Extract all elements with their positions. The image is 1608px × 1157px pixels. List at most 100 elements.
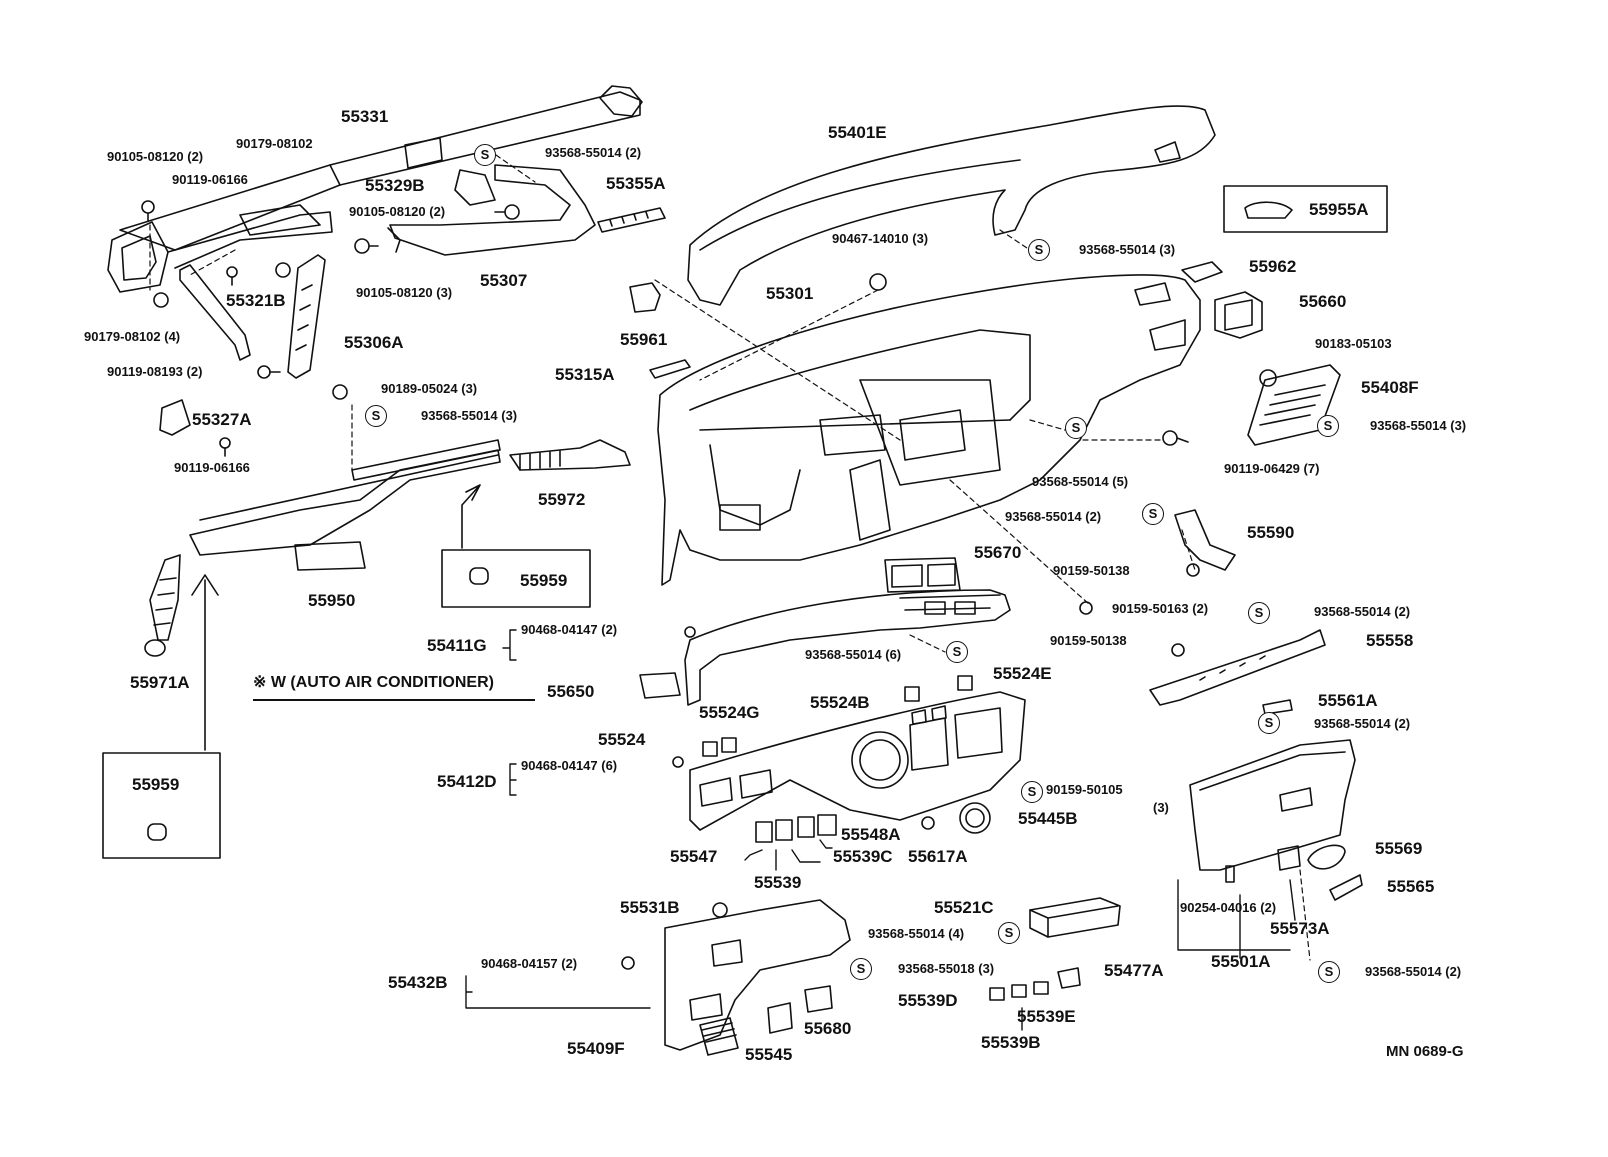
diagram-code: MN 0689-G	[1386, 1043, 1464, 1060]
dashboard-55301	[657, 274, 1201, 586]
label-55501A: 55501A	[1211, 952, 1271, 971]
label-55355A: 55355A	[606, 174, 666, 193]
label-55950: 55950	[308, 591, 356, 610]
stopper-90254	[1225, 865, 1235, 883]
label-93568-55014-2b: 93568-55014 (2)	[1005, 509, 1102, 524]
label-55539C: 55539C	[833, 847, 893, 866]
label-90159-50105-qty: (3)	[1153, 800, 1169, 815]
label-55412D: 55412D	[437, 772, 497, 791]
label-55531B: 55531B	[620, 898, 680, 917]
arrows	[191, 484, 481, 751]
label-93568-55014-5: 93568-55014 (5)	[1032, 474, 1129, 489]
label-90119-08193-2: 90119-08193 (2)	[107, 364, 203, 379]
label-55680: 55680	[804, 1019, 852, 1038]
box-55521C	[1029, 897, 1121, 938]
label-55524: 55524	[598, 730, 646, 749]
label-55539B: 55539B	[981, 1033, 1041, 1052]
label-55971A: 55971A	[130, 673, 190, 692]
label-55573A: 55573A	[1270, 919, 1330, 938]
s-symbol-12: S	[850, 958, 872, 980]
s-symbol-2: S	[1028, 239, 1050, 261]
label-93568-55014-4: 93568-55014 (4)	[868, 926, 965, 941]
cover-55545	[767, 1002, 793, 1034]
glovebox-55501A	[1189, 739, 1356, 871]
brace-55306A	[287, 254, 326, 379]
label-55408F: 55408F	[1361, 378, 1419, 397]
s-symbol-4: S	[1317, 415, 1339, 437]
switch-55650	[639, 672, 681, 699]
reinforcement-55331	[107, 85, 643, 293]
label-55959a: 55959	[520, 571, 568, 590]
note-underline	[253, 699, 535, 701]
label-55670: 55670	[974, 543, 1022, 562]
label-90159-50138b: 90159-50138	[1050, 633, 1127, 648]
brace-55558	[1149, 629, 1326, 706]
box-55959-right	[441, 549, 591, 608]
label-55521C: 55521C	[934, 898, 994, 917]
label-55315A: 55315A	[555, 365, 615, 384]
latch-55573A	[1277, 845, 1301, 871]
label-93568-55014-2e: 93568-55014 (2)	[1365, 964, 1462, 979]
leader-lines	[149, 154, 1311, 961]
label-55524B: 55524B	[810, 693, 870, 712]
handle-55569	[1307, 844, 1346, 870]
label-55301: 55301	[766, 284, 814, 303]
label-90105-08120-2a: 90105-08120 (2)	[107, 149, 204, 164]
bracket-55307	[387, 164, 596, 256]
label-90159-50105: 90159-50105	[1046, 782, 1123, 797]
label-55962: 55962	[1249, 257, 1297, 276]
label-55569: 55569	[1375, 839, 1423, 858]
hose-55972	[509, 439, 631, 471]
s-symbol-11: S	[998, 922, 1020, 944]
label-55329B: 55329B	[365, 176, 425, 195]
label-93568-55014-2d: 93568-55014 (2)	[1314, 716, 1411, 731]
panel-55432B	[664, 899, 851, 1056]
label-90467-14010-3: 90467-14010 (3)	[832, 231, 929, 246]
box-55955A	[1223, 185, 1388, 233]
hose-55971A	[144, 554, 181, 657]
label-55660: 55660	[1299, 292, 1347, 311]
label-55650: 55650	[547, 682, 595, 701]
s-symbol-8: S	[946, 641, 968, 663]
label-93568-55014-2a: 93568-55014 (2)	[545, 145, 642, 160]
icon-55955A	[1244, 201, 1293, 219]
label-90179-08102: 90179-08102	[236, 136, 313, 151]
label-90119-06429-7: 90119-06429 (7)	[1224, 461, 1320, 476]
label-55331: 55331	[341, 107, 389, 126]
label-90468-04157-2: 90468-04157 (2)	[481, 956, 578, 971]
clip-55327A	[159, 399, 191, 436]
plug-55959	[147, 567, 489, 841]
label-93568-55014-3a: 93568-55014 (3)	[1079, 242, 1176, 257]
label-55565: 55565	[1387, 877, 1435, 896]
s-symbol-5: S	[1065, 417, 1087, 439]
bracket-55590	[1174, 509, 1236, 571]
label-55961: 55961	[620, 330, 668, 349]
label-55548A: 55548A	[841, 825, 901, 844]
s-symbol-3: S	[365, 405, 387, 427]
label-55539: 55539	[754, 873, 802, 892]
s-symbol-7: S	[1248, 602, 1270, 624]
vent-55660	[1214, 291, 1263, 339]
part-55961	[629, 282, 661, 313]
part-55315A	[649, 359, 691, 379]
panel-55412D	[689, 691, 1026, 834]
label-90105-08120-2b: 90105-08120 (2)	[349, 204, 446, 219]
label-55955A: 55955A	[1309, 200, 1369, 219]
label-90105-08120-3: 90105-08120 (3)	[356, 285, 453, 300]
label-90254-04016-2: 90254-04016 (2)	[1180, 900, 1277, 915]
label-90179-08102-4: 90179-08102 (4)	[84, 329, 181, 344]
label-55547: 55547	[670, 847, 718, 866]
note-auto-air-conditioner: ※ W (AUTO AIR CONDITIONER)	[253, 674, 494, 691]
label-55445B: 55445B	[1018, 809, 1078, 828]
label-55558: 55558	[1366, 631, 1414, 650]
label-55327A: 55327A	[192, 410, 252, 429]
label-90468-04147-2: 90468-04147 (2)	[521, 622, 618, 637]
label-93568-55014-2c: 93568-55014 (2)	[1314, 604, 1411, 619]
panel-55401E	[687, 105, 1216, 306]
label-55411G: 55411G	[427, 636, 487, 655]
label-55432B: 55432B	[388, 973, 448, 992]
part-55355A	[597, 207, 666, 233]
s-symbol-9: S	[1258, 712, 1280, 734]
label-93568-55014-6: 93568-55014 (6)	[805, 647, 902, 662]
